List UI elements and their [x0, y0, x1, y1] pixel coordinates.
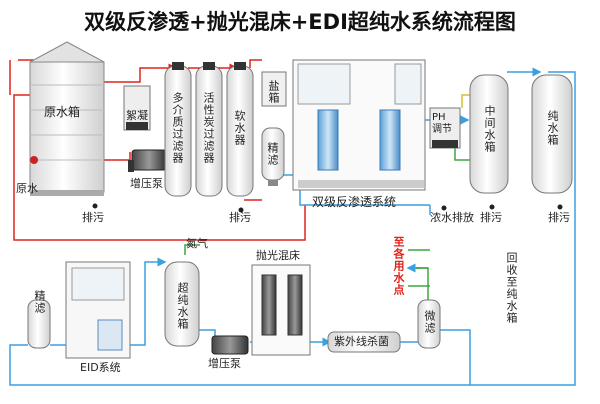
- drain-label-3: 排污: [480, 211, 502, 224]
- booster-pump-bottom: [211, 335, 249, 355]
- pure-water-pipe: [9, 71, 576, 386]
- softener-label: 软水器: [233, 110, 246, 146]
- raw-water-label: 原水: [16, 182, 38, 195]
- pure-water-tank: [531, 74, 573, 194]
- drain-label-2: 排污: [229, 211, 251, 224]
- polishing-bed: [251, 264, 311, 356]
- coagulant-tank: [123, 85, 151, 131]
- to-points-label: 至各用水点: [392, 236, 405, 296]
- softener: [226, 62, 254, 197]
- booster-pump-bottom-label: 增压泵: [208, 357, 241, 370]
- coagulant-label: 絮凝: [126, 109, 148, 122]
- micro-filter: [417, 299, 441, 349]
- ph-adjust-tank: [429, 107, 461, 149]
- multimedia-filter: [164, 62, 192, 197]
- ultrapure-tank: [164, 261, 200, 347]
- ro-system: [292, 59, 426, 191]
- booster-pump-top-label: 增压泵: [130, 177, 163, 190]
- raw-valve-icon: [30, 156, 38, 164]
- ultrapure-tank-label: 超纯水箱: [176, 282, 189, 330]
- uv-sterilizer: [327, 331, 401, 353]
- raw-water-pipe: [13, 94, 306, 241]
- booster-pump-top: [128, 149, 167, 172]
- salt-tank-label: 盐箱: [267, 80, 280, 104]
- ph-label-2: 调节: [432, 124, 452, 135]
- concentrate-drain-label: 浓水排放: [430, 211, 474, 224]
- raw-water-tank: [29, 41, 105, 196]
- precision-filter-top-label: 精滤: [266, 142, 279, 166]
- drain-label-4: 排污: [548, 211, 570, 224]
- edi-label: EID系统: [80, 361, 121, 374]
- pure-tank-label: 纯水箱: [546, 110, 559, 146]
- uv-label: 紫外线杀菌: [334, 335, 389, 348]
- precision-filter-top: [261, 127, 285, 186]
- drain-label-1: 排污: [82, 211, 104, 224]
- recycle-label: 回收至纯水箱: [505, 252, 518, 324]
- ph-label-1: PH: [432, 112, 446, 123]
- nitrogen-label: 氮气: [186, 237, 208, 250]
- multimedia-filter-label: 多介质过滤器: [171, 92, 184, 164]
- precision-filter-bottom: [27, 299, 51, 349]
- polishing-bed-label: 抛光混床: [256, 249, 300, 262]
- salt-tank: [261, 71, 287, 107]
- double-ro-label: 双级反渗透系统: [312, 195, 397, 209]
- raw-tank-label: 原水箱: [44, 105, 81, 119]
- diagram-title: 双级反渗透+抛光混床+EDI超纯水系统流程图: [84, 10, 516, 34]
- intermediate-tank: [469, 74, 509, 194]
- micro-filter-label: 微滤: [423, 310, 436, 334]
- carbon-filter: [195, 62, 223, 197]
- carbon-filter-label: 活性炭过滤器: [202, 92, 215, 164]
- edi-system: [65, 261, 131, 359]
- precision-filter-bottom-label: 精滤: [33, 290, 46, 314]
- intermediate-tank-label: 中间水箱: [483, 105, 496, 153]
